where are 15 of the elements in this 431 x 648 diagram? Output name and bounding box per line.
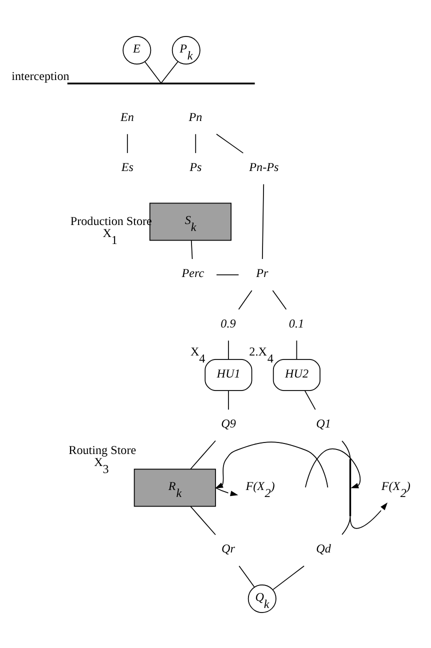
- node-text: Pn-Ps: [249, 159, 279, 174]
- node-text: Pn: [188, 109, 202, 124]
- node-text: Perc: [182, 266, 204, 280]
- node-text: Qd: [316, 541, 331, 556]
- node-text: Ps: [190, 159, 202, 174]
- node-text: 0.1: [288, 316, 304, 330]
- node-label: Routing Store: [68, 442, 136, 456]
- node-text: Q9: [221, 416, 236, 430]
- node-text: Q1: [316, 416, 331, 430]
- node-text: 0.9: [220, 316, 236, 330]
- node-text: Pr: [256, 266, 268, 280]
- node-text: Qr: [222, 541, 235, 556]
- node-label: interception: [12, 68, 70, 82]
- node-text: En: [120, 109, 134, 124]
- node-text: Es: [121, 159, 134, 174]
